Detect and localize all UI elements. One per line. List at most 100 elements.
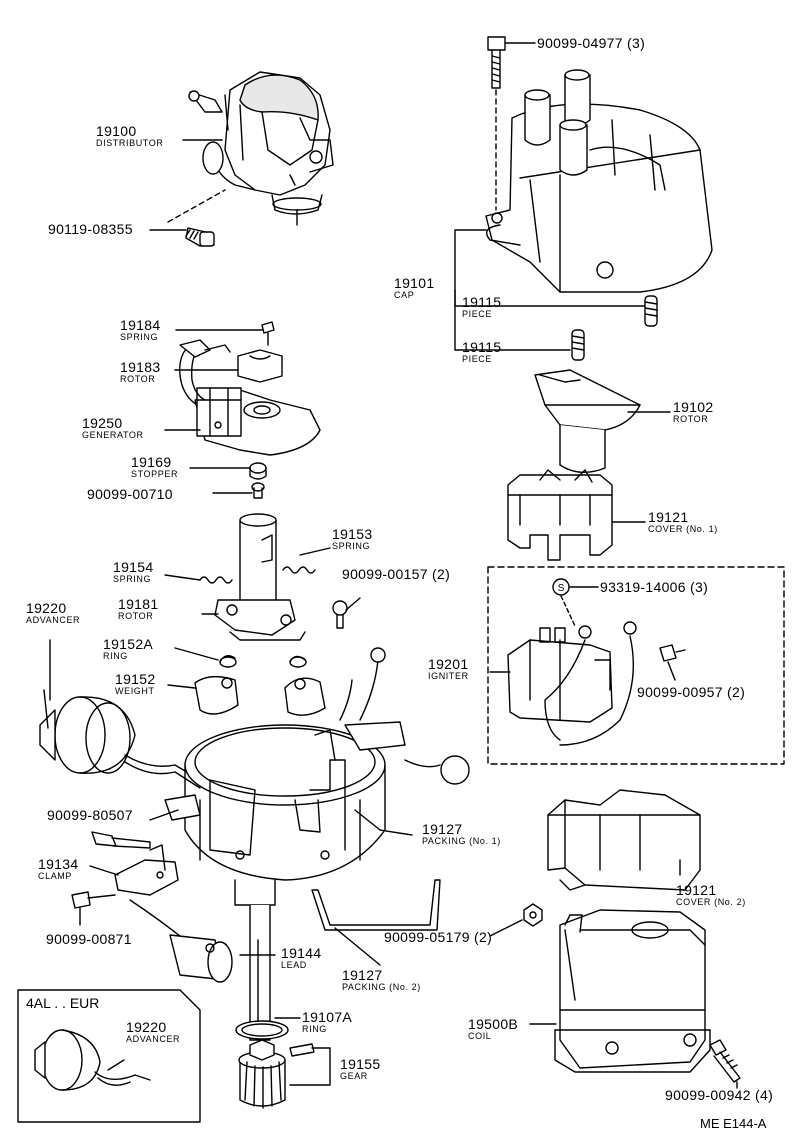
- part-name: RING: [302, 1024, 327, 1034]
- part-number: 19115: [462, 339, 502, 355]
- part-quantity: (3): [690, 579, 709, 595]
- part-name: ADVANCER: [26, 615, 81, 625]
- label-90099-00157: 90099-00157 (2): [342, 567, 450, 581]
- part-name: PACKING (No. 1): [422, 836, 501, 846]
- part-name: WEIGHT: [115, 686, 155, 696]
- igniter-drawing: [507, 621, 637, 746]
- label-19102-rotor: 19102 ROTOR: [673, 400, 713, 424]
- leader-line: [489, 919, 523, 937]
- part-name: ROTOR: [118, 611, 154, 621]
- part-name: PACKING (No. 2): [342, 982, 421, 992]
- generator-drawing: [179, 339, 321, 456]
- label-90099-00957: 90099-00957 (2): [637, 685, 745, 699]
- label-19127-packing-no1: 19127 PACKING (No. 1): [422, 822, 501, 846]
- leader-line: [354, 809, 413, 836]
- distributor-assembly-drawing: [188, 71, 334, 226]
- label-93319-14006: 93319-14006 (3): [600, 580, 708, 594]
- label-19154-spring: 19154 SPRING: [113, 560, 153, 584]
- part-number: 19101: [394, 275, 435, 291]
- part-number: 19184: [120, 317, 161, 333]
- cover-no2-drawing: [547, 789, 701, 891]
- part-name: ROTOR: [120, 374, 156, 384]
- leader-line: [164, 574, 201, 581]
- distributor-cap-drawing: [485, 69, 713, 293]
- label-90099-00942: 90099-00942 (4): [665, 1088, 773, 1102]
- gear-drawing: [238, 1039, 315, 1109]
- part-quantity: (3): [627, 35, 646, 51]
- part-number: 19102: [673, 399, 714, 415]
- leader-line: [289, 1047, 331, 1086]
- label-19100-distributor: 19100 DISTRIBUTOR: [96, 124, 163, 148]
- label-90119-08355: 90119-08355: [48, 222, 133, 236]
- label-19127-packing-no2: 19127 PACKING (No. 2): [342, 968, 421, 992]
- label-19184-spring: 19184 SPRING: [120, 318, 160, 342]
- leader-line: [334, 927, 381, 966]
- variant-box: [17, 989, 201, 1123]
- part-number: 93319-14006: [600, 579, 686, 595]
- part-name: PIECE: [462, 354, 493, 364]
- label-19201-igniter: 19201 IGNITER: [428, 657, 469, 681]
- label-19121-cover-no2: 19121 COVER (No. 2): [676, 883, 746, 907]
- part-quantity: (4): [755, 1087, 774, 1103]
- cover-no1-drawing: [507, 469, 613, 561]
- label-19134-clamp: 19134 CLAMP: [38, 857, 78, 881]
- label-19181-rotor: 19181 ROTOR: [118, 597, 158, 621]
- label-19220-advancer: 19220 ADVANCER: [26, 601, 80, 625]
- part-quantity: (2): [474, 929, 493, 945]
- part-number: 90099-05179: [384, 929, 470, 945]
- part-number: 90099-00710: [87, 486, 173, 502]
- advancer-drawing: [39, 639, 201, 789]
- part-number: 19183: [120, 359, 161, 375]
- part-number: 90099-00942: [665, 1087, 751, 1103]
- label-90099-00710: 90099-00710: [87, 487, 173, 501]
- packing-no2-drawing: [311, 879, 441, 931]
- label-19144-lead: 19144 LEAD: [281, 946, 321, 970]
- part-name: PIECE: [462, 309, 493, 319]
- ring-19107a-drawing: [235, 1020, 289, 1040]
- label-19152a-ring: 19152A RING: [103, 637, 153, 661]
- part-number: 90119-08355: [48, 221, 133, 237]
- leader-line: [89, 865, 119, 876]
- leader-line-dashed: [167, 189, 226, 223]
- part-number: 19155: [340, 1056, 381, 1072]
- piece-lower-drawing: [571, 329, 585, 361]
- part-name: CLAMP: [38, 871, 73, 881]
- part-number: 19121: [676, 882, 717, 898]
- label-19250-generator: 19250 GENERATOR: [82, 416, 144, 440]
- spring-19153-drawing: [282, 547, 331, 574]
- leader-line: [149, 809, 179, 821]
- spring-19154-drawing: [199, 576, 233, 584]
- coil-drawing: [554, 909, 711, 1073]
- part-name: SPRING: [113, 574, 152, 584]
- part-number: 19144: [281, 945, 322, 961]
- label-90099-04977: 90099-04977 (3): [537, 36, 645, 50]
- label-19152-weight: 19152 WEIGHT: [115, 672, 155, 696]
- part-number: 19201: [428, 656, 469, 672]
- variant-box-title: 4AL . . EUR: [26, 995, 100, 1011]
- label-19153-spring: 19153 SPRING: [332, 527, 372, 551]
- part-number: 19153: [332, 526, 373, 542]
- part-name: SPRING: [332, 541, 371, 551]
- part-name: RING: [103, 651, 128, 661]
- part-name: COVER (No. 2): [676, 897, 746, 907]
- leader-line: [454, 289, 646, 307]
- label-19220-advancer-variant: 19220 ADVANCER: [126, 1020, 180, 1044]
- screw-90099-00710-drawing: [251, 482, 265, 499]
- part-number: 19181: [118, 596, 159, 612]
- leader-line: [454, 229, 487, 351]
- leader-line: [167, 684, 196, 689]
- nut-90099-05179-drawing: [523, 903, 543, 927]
- label-19115-piece-lower: 19115 PIECE: [462, 340, 501, 364]
- part-name: GENERATOR: [82, 430, 144, 440]
- seal-symbol-drawing: [552, 578, 570, 596]
- screw-90099-00871-drawing: [71, 891, 116, 909]
- governor-shaft-drawing: [214, 513, 306, 641]
- label-19169-stopper: 19169 STOPPER: [131, 455, 178, 479]
- leader-line: [107, 1059, 125, 1071]
- igniter-group-box: [487, 566, 785, 765]
- bolt-90099-00942-drawing: [709, 1039, 741, 1083]
- part-number: 19152: [115, 671, 156, 687]
- part-number: 19127: [422, 821, 463, 837]
- seal-symbol-text: S: [558, 583, 565, 594]
- part-number: 19115: [462, 294, 502, 310]
